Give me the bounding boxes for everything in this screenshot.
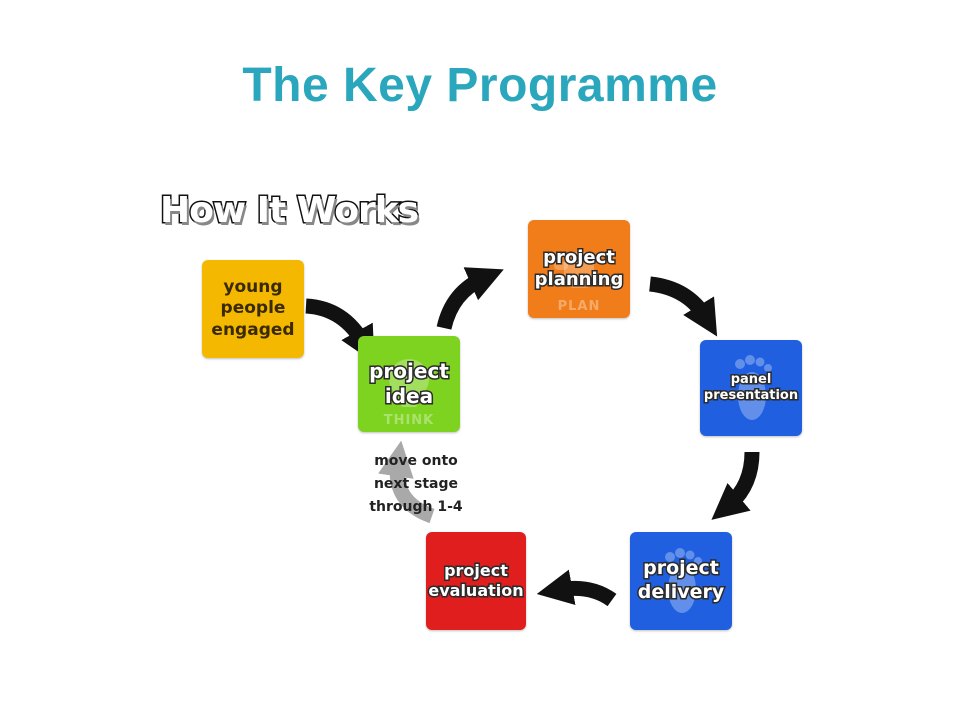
arrow-planning-to-panel: [648, 276, 718, 337]
footprint-icon: [700, 340, 802, 436]
box-project-evaluation: project evaluation: [426, 532, 526, 630]
box-project-planning: project planning PLAN: [528, 220, 630, 318]
box-young-people-engaged: young people engaged: [202, 260, 304, 358]
slide-title: The Key Programme: [242, 59, 718, 112]
box-sub-word: THINK: [383, 413, 435, 428]
arrow-idea-to-planning: [436, 267, 504, 330]
arrow-panel-to-delivery: [711, 451, 760, 520]
arrow-delivery-to-evaluation: [536, 569, 617, 607]
arrow-engaged-to-idea: [305, 298, 375, 363]
footprint-icon: [630, 532, 732, 630]
hand-icon: [528, 220, 630, 318]
box-label: panel presentation: [702, 370, 799, 404]
box-label: project delivery: [636, 556, 726, 605]
lightbulb-icon: [358, 336, 460, 432]
box-label: project evaluation: [427, 560, 525, 602]
box-label: young people engaged: [211, 277, 295, 340]
box-sub-word: PLAN: [557, 299, 601, 314]
loop-note: move onto next stage through 1-4: [369, 453, 463, 516]
loop-arrow: [378, 440, 435, 524]
box-label: project idea: [368, 358, 451, 410]
diagram-heading: How It Works: [158, 189, 420, 233]
box-label: project planning: [533, 245, 625, 292]
box-panel-presentation: panel presentation: [700, 340, 802, 436]
box-project-delivery: project delivery: [630, 532, 732, 630]
box-project-idea: project idea THINK: [358, 336, 460, 432]
